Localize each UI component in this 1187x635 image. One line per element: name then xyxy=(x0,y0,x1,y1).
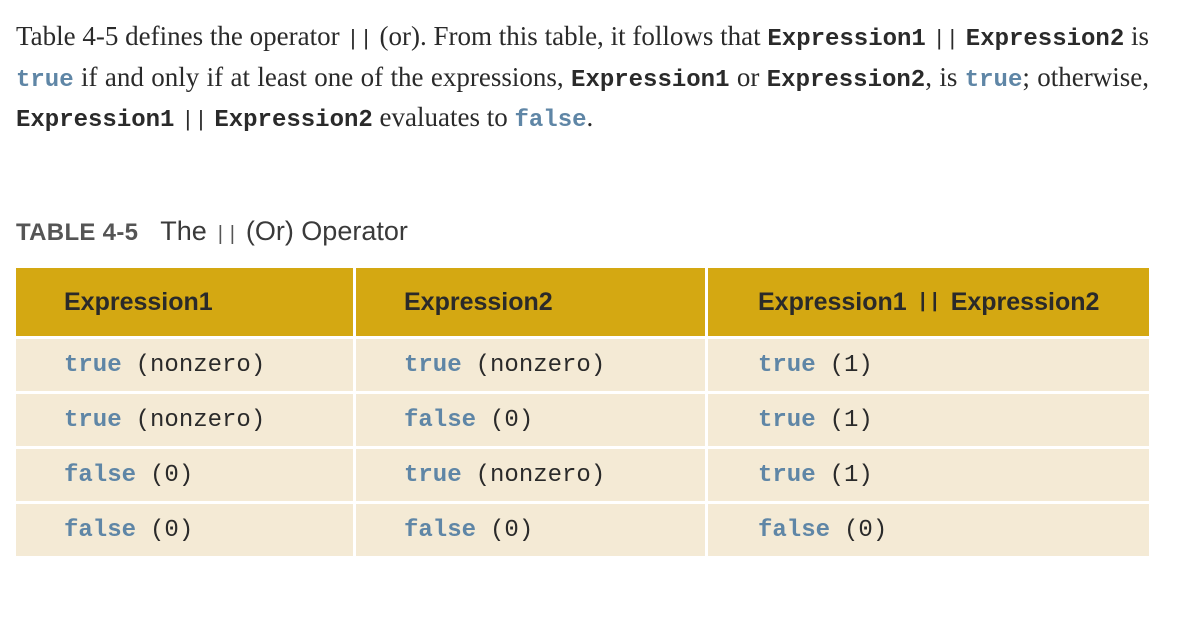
cell-value: true xyxy=(758,351,816,379)
cell-note: (nonzero) xyxy=(135,406,266,434)
cell-note: (0) xyxy=(490,516,534,544)
cell-note: (0) xyxy=(490,406,534,434)
header-operator: || xyxy=(916,290,941,314)
table-row: false (0) false (0) false (0) xyxy=(16,501,1149,556)
cell-note: (0) xyxy=(150,461,194,489)
cell-value: true xyxy=(404,461,462,489)
expression2-code: Expression2 xyxy=(766,66,926,94)
table-row: true (nonzero) false (0) true (1) xyxy=(16,391,1149,446)
header-expression1: Expression1 xyxy=(758,287,907,316)
caption-operator: || xyxy=(214,224,239,247)
cell-expression2: false (0) xyxy=(353,391,705,446)
paragraph-text: , is xyxy=(925,61,965,92)
cell-value: true xyxy=(64,406,122,434)
cell-value: false xyxy=(404,516,477,544)
expression1-code: Expression1 xyxy=(16,107,175,134)
cell-value: true xyxy=(64,351,122,379)
paragraph-text: if and only if at least one of the expre… xyxy=(73,61,572,92)
table-number-label: TABLE 4-5 xyxy=(16,219,139,246)
paragraph-text: is xyxy=(1124,21,1150,51)
cell-value: false xyxy=(758,516,831,544)
expression2-code: Expression2 xyxy=(965,26,1125,53)
table-header-row: Expression1 Expression2 Expression1||Exp… xyxy=(16,268,1149,336)
cell-note: (nonzero) xyxy=(135,351,266,379)
cell-result: true (1) xyxy=(705,446,1149,501)
false-keyword: false xyxy=(514,107,587,134)
cell-expression1: false (0) xyxy=(16,501,353,556)
cell-value: true xyxy=(758,406,816,434)
header-expression1: Expression1 xyxy=(16,268,353,336)
cell-result: true (1) xyxy=(705,391,1149,446)
cell-note: (nonzero) xyxy=(475,461,606,489)
header-or-result: Expression1 || Expression2 xyxy=(705,268,1149,336)
cell-value: true xyxy=(404,351,462,379)
true-keyword: true xyxy=(16,66,74,94)
body-paragraph: Table 4-5 defines the operator || (or). … xyxy=(16,18,1149,140)
table-row: true (nonzero) true (nonzero) true (1) xyxy=(16,336,1149,391)
or-operator-code: || xyxy=(346,27,373,52)
expression2-code: Expression2 xyxy=(214,107,373,134)
expression1-code: Expression1 xyxy=(571,66,730,94)
cell-expression2: true (nonzero) xyxy=(353,446,705,501)
paragraph-text: (or). From this table, it follows that xyxy=(372,21,768,51)
paragraph-text: Table 4-5 defines the operator xyxy=(16,21,347,51)
cell-note: (0) xyxy=(844,516,888,544)
table-row: false (0) true (nonzero) true (1) xyxy=(16,446,1149,501)
or-operator-code: || xyxy=(181,108,208,133)
caption-text: (Or) Operator xyxy=(238,216,408,246)
cell-note: (nonzero) xyxy=(475,351,606,379)
cell-expression1: true (nonzero) xyxy=(16,336,353,391)
cell-value: false xyxy=(404,406,477,434)
header-expression2: Expression2 xyxy=(950,287,1100,316)
paragraph-text: evaluates to xyxy=(372,102,515,132)
expression1-code: Expression1 xyxy=(767,26,926,53)
paragraph-text: . xyxy=(586,102,594,132)
table-caption: TABLE 4-5 The || (Or) Operator xyxy=(16,216,408,247)
cell-note: (1) xyxy=(829,461,873,489)
cell-note: (1) xyxy=(829,406,873,434)
paragraph-text: ; otherwise, xyxy=(1022,61,1149,92)
cell-result: false (0) xyxy=(705,501,1149,556)
paragraph-text: or xyxy=(729,61,767,92)
cell-note: (1) xyxy=(829,351,873,379)
cell-expression1: true (nonzero) xyxy=(16,391,353,446)
cell-expression2: true (nonzero) xyxy=(353,336,705,391)
caption-text: The xyxy=(160,216,215,246)
cell-value: false xyxy=(64,516,137,544)
or-operator-code: || xyxy=(932,27,960,52)
or-operator-table: Expression1 Expression2 Expression1||Exp… xyxy=(16,268,1149,556)
cell-expression2: false (0) xyxy=(353,501,705,556)
cell-note: (0) xyxy=(150,516,194,544)
cell-value: true xyxy=(758,461,816,489)
cell-value: false xyxy=(64,461,137,489)
cell-result: true (1) xyxy=(705,336,1149,391)
cell-expression1: false (0) xyxy=(16,446,353,501)
true-keyword: true xyxy=(964,66,1023,94)
header-expression2: Expression2 xyxy=(353,268,705,336)
